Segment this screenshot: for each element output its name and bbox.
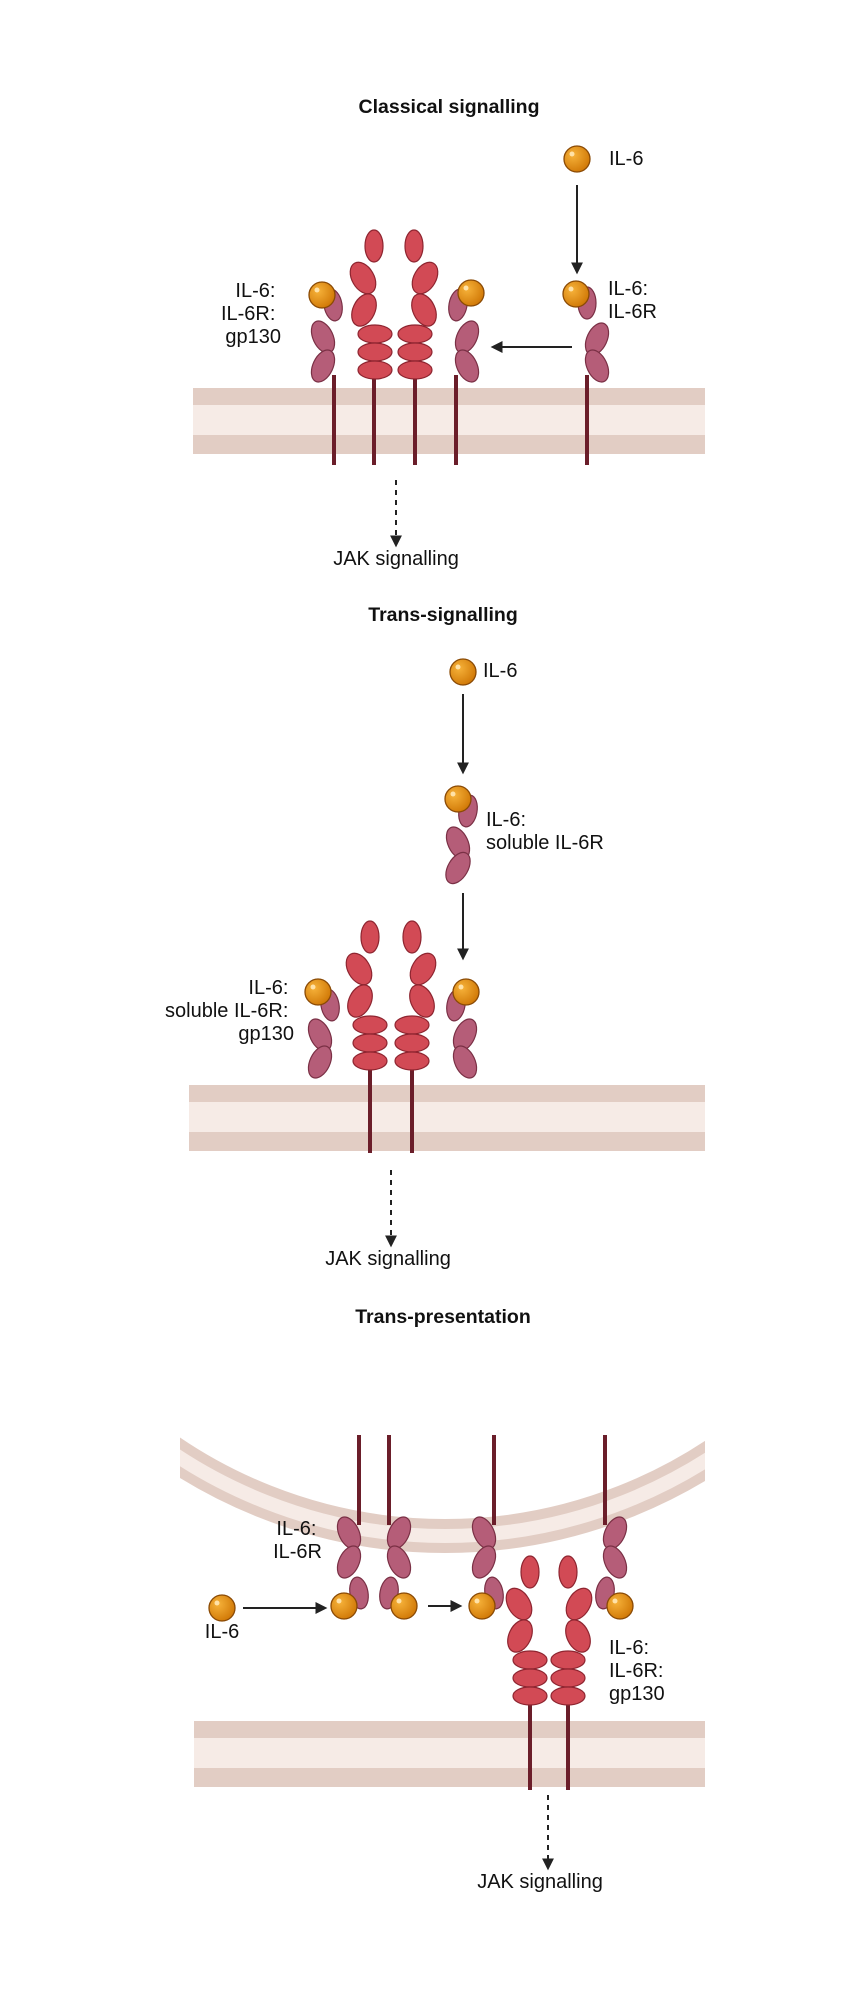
trans-presentation-title: Trans-presentation [355, 1306, 531, 1328]
il6-label: IL-6 [483, 660, 517, 682]
jak-signalling-label: JAK signalling [325, 1248, 451, 1270]
il6-il6r-complex-label: IL-6: IL-6R [608, 278, 657, 323]
trans-presentation-panel: Trans-presentation IL-6 [180, 1306, 705, 1893]
il6-il6r-gp130-label: IL-6: IL-6R: gp130 [609, 1637, 669, 1705]
classical-signalling-panel: Classical signalling IL-6 IL-6: IL-6R [193, 96, 705, 570]
membrane-il6r-receptors [330, 1435, 634, 1620]
il6-ligand [208, 1594, 236, 1622]
trans-signalling-title: Trans-signalling [368, 604, 518, 626]
jak-signalling-label: JAK signalling [333, 548, 459, 570]
il6-il6r-label: IL-6: IL-6R [273, 1518, 322, 1563]
il6-soluble-il6r-gp130-label: IL-6: soluble IL-6R: gp130 [165, 977, 294, 1045]
presenting-cell-membrane [180, 1437, 705, 1553]
classical-membrane [193, 388, 705, 454]
responding-cell-membrane [194, 1721, 705, 1787]
gp130-dimer [505, 1555, 593, 1790]
il6-label: IL-6 [609, 148, 643, 170]
il6-soluble-il6r-label: IL-6: soluble IL-6R [486, 809, 604, 854]
il6-il6r-gp130-label: IL-6: IL-6R: gp130 [221, 280, 281, 348]
soluble-il6r-complex [444, 785, 478, 885]
il6-label: IL-6 [205, 1621, 239, 1643]
il6-ligand [562, 280, 590, 308]
trans-membrane [189, 1085, 705, 1151]
trans-signalling-panel: Trans-signalling IL-6 IL-6: soluble IL-6… [165, 604, 705, 1270]
il6-ligand [563, 145, 591, 173]
il6-soluble-il6r-gp130-complex [304, 920, 480, 1153]
jak-signalling-label: JAK signalling [477, 1871, 603, 1893]
il6-ligand [449, 658, 477, 686]
il6-il6r-gp130-complex [308, 229, 485, 465]
classical-title: Classical signalling [359, 96, 540, 118]
